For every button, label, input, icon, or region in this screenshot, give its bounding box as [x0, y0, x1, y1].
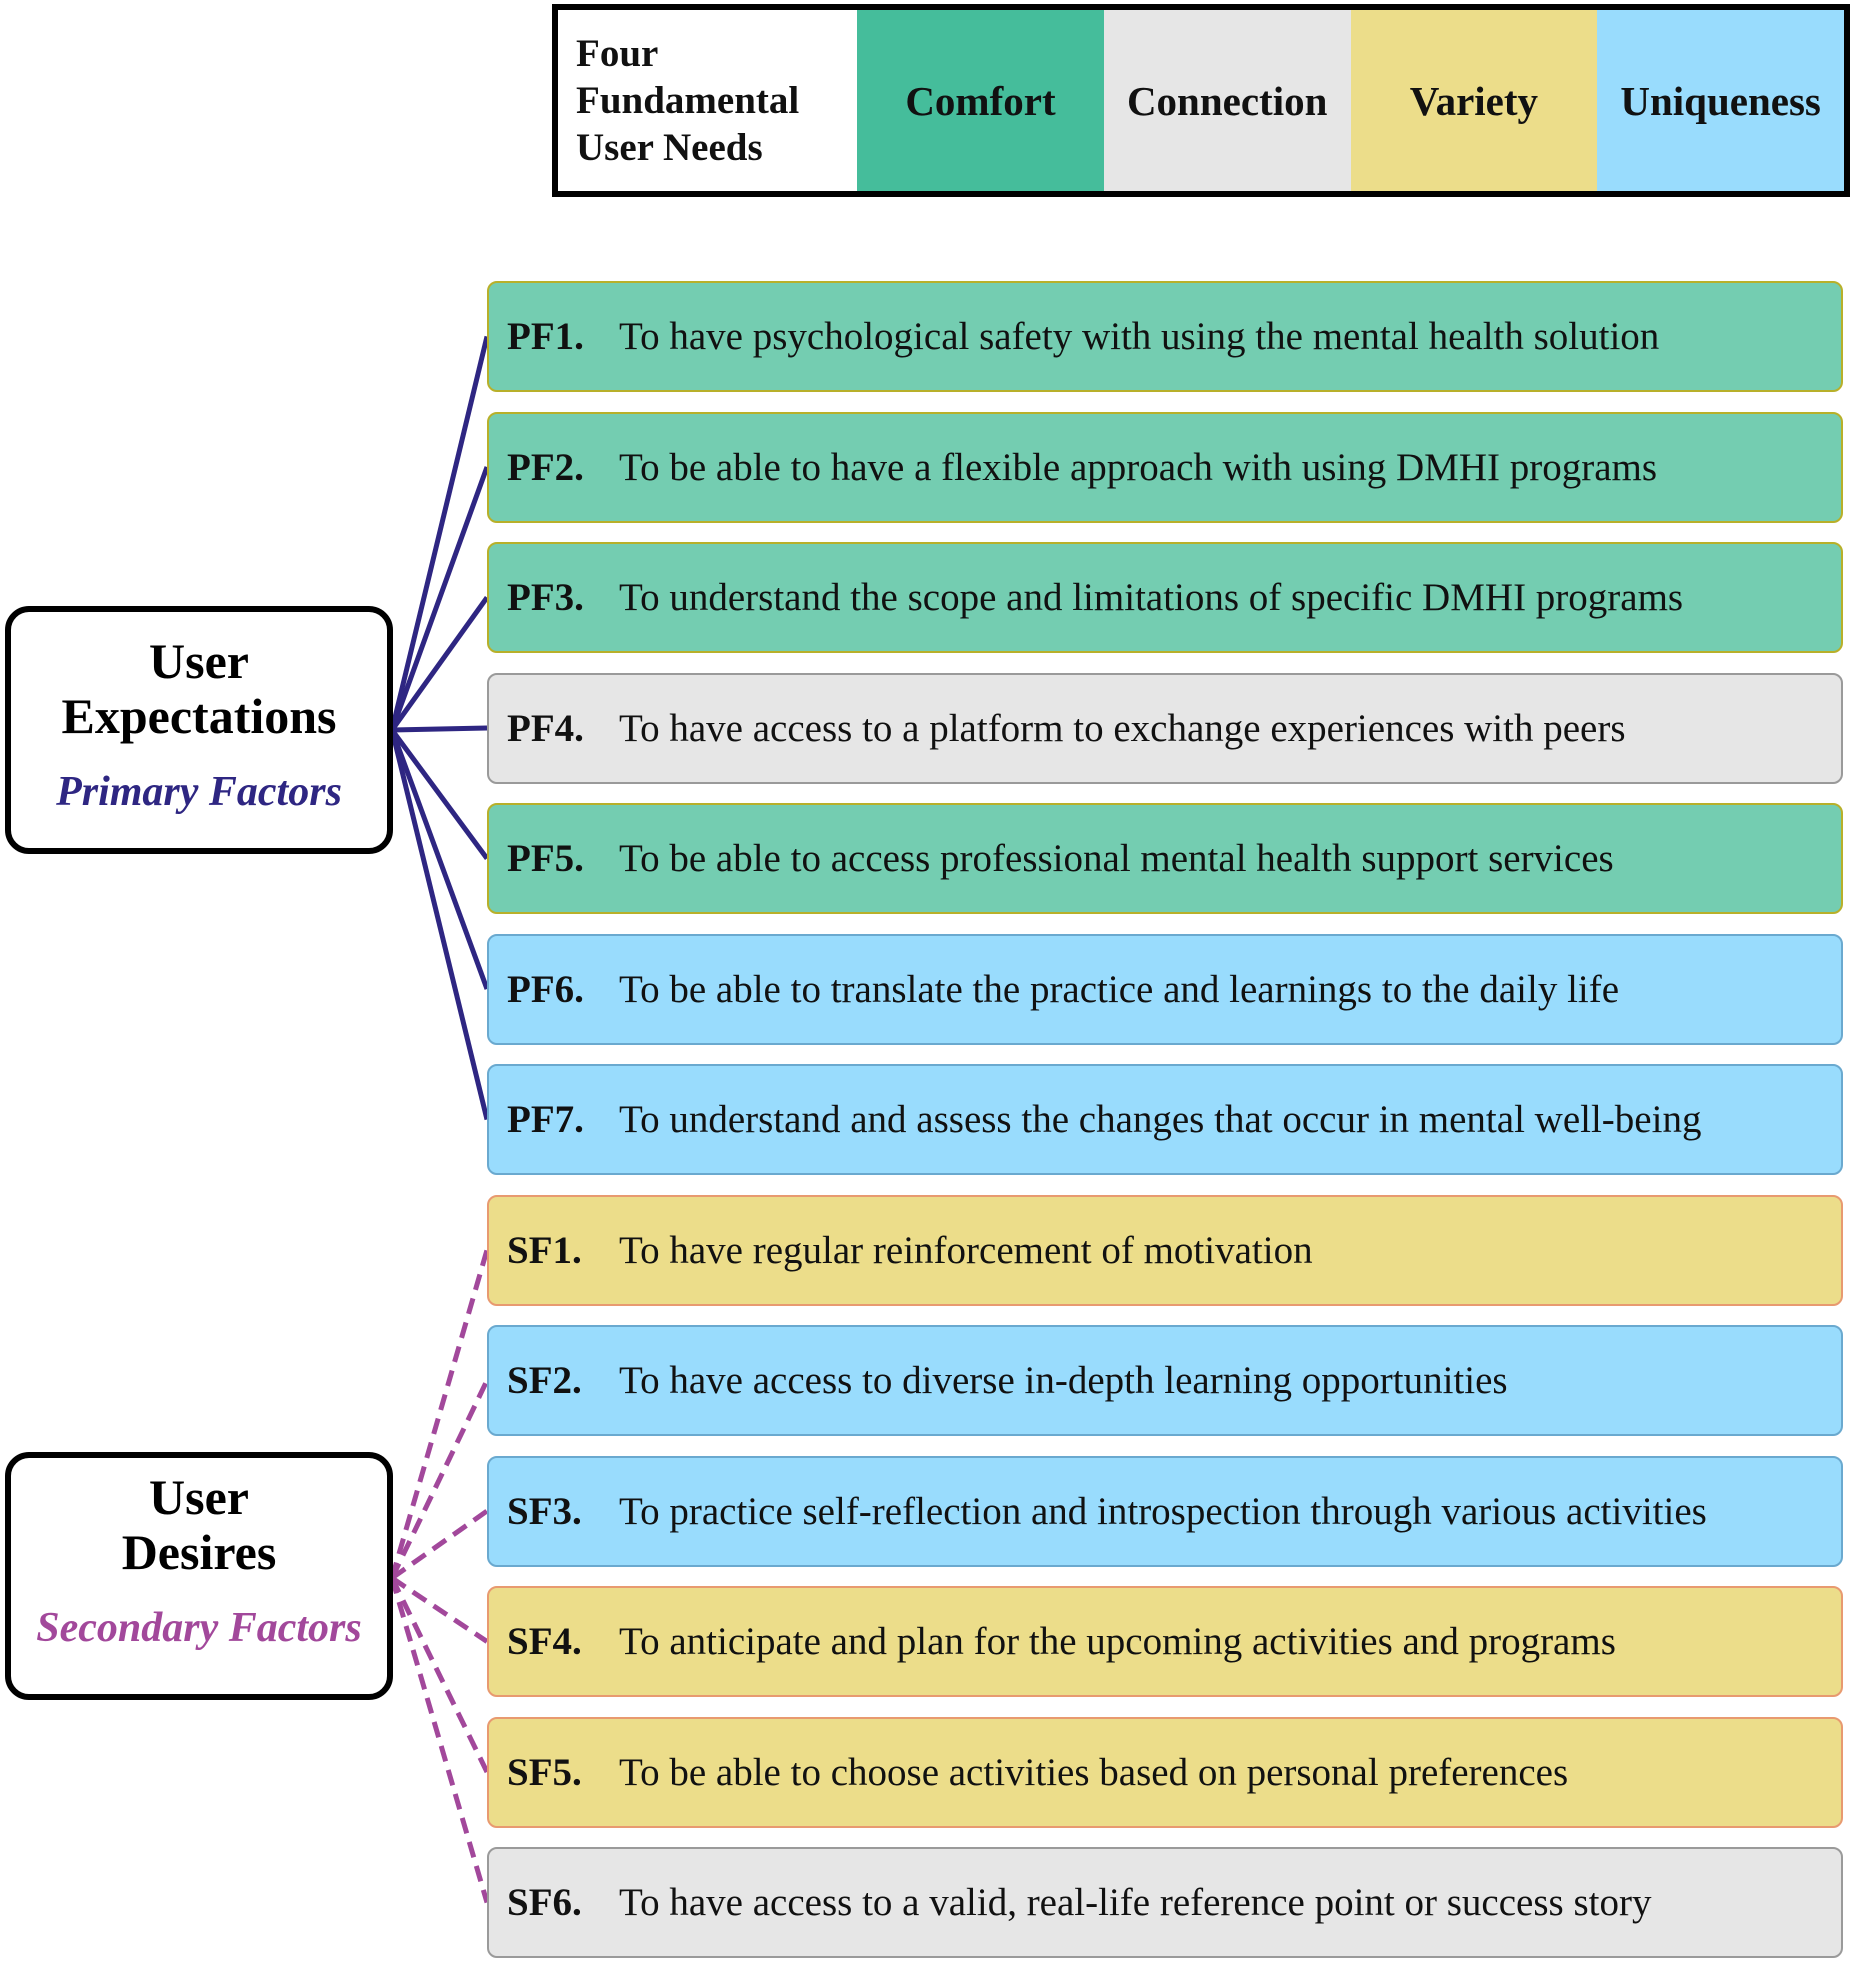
factor-text: To have regular reinforcement of motivat… [619, 1228, 1313, 1272]
factor-code: PF5. [507, 837, 584, 880]
factor-row: PF6. To be able to translate the practice… [487, 933, 1843, 1045]
factor-text: To have access to a valid, real-life ref… [619, 1881, 1652, 1924]
legend-title: Four Fundamental User Needs [576, 32, 800, 169]
factor-code: PF6. [507, 967, 584, 1011]
category-title: User Desires [121, 1469, 277, 1580]
factor-text: To be able to have a flexible approach w… [619, 445, 1658, 489]
factor-text: To be able to translate the practice and… [619, 967, 1620, 1011]
factor-row: PF5. To be able to access professional me… [487, 803, 1843, 914]
factor-row: SF6. To have access to a valid, real-life… [487, 1847, 1843, 1958]
factor-row: SF4. To anticipate and plan for the upcom… [487, 1586, 1843, 1697]
connector-line-sf2 [389, 1379, 490, 1580]
factor-code: SF4. [507, 1620, 582, 1663]
connector-line-sf5 [389, 1576, 490, 1774]
factor-code: PF1. [507, 315, 584, 358]
legend: Four Fundamental User Needs Comfort Conn… [552, 4, 1850, 197]
connector-line-pf3 [389, 596, 490, 732]
connector-line-pf7 [389, 729, 490, 1121]
connector-line-pf5 [389, 728, 490, 860]
legend-need-connection: Connection [1103, 10, 1351, 191]
factor-row: SF2. To have access to diverse in-depth l… [487, 1325, 1843, 1436]
factor-row: SF3. To practice self-reflection and intr… [487, 1455, 1843, 1567]
factor-row: PF7. To understand and assess the changes… [487, 1064, 1843, 1175]
connector-line-sf4 [390, 1575, 489, 1644]
category-subtitle: Primary Factors [56, 769, 342, 815]
connector-line-sf1 [389, 1249, 490, 1579]
connector-line-pf4 [391, 725, 488, 733]
legend-need-comfort: Comfort [857, 10, 1104, 191]
factor-row: PF3. To understand the scope and limitati… [487, 542, 1843, 653]
connector-line-sf3 [390, 1508, 489, 1581]
factor-code: PF2. [507, 445, 584, 489]
factor-code: SF2. [507, 1359, 582, 1402]
factor-code: SF3. [507, 1489, 582, 1533]
connector-line-pf6 [389, 729, 490, 990]
factor-text: To anticipate and plan for the upcoming … [619, 1620, 1616, 1663]
factor-code: SF5. [507, 1750, 582, 1794]
connector-line-pf2 [389, 466, 490, 731]
factor-text: To be able to access professional mental… [619, 837, 1614, 880]
factor-row: PF4. To have access to a platform to exch… [487, 672, 1843, 784]
factor-text: To have access to a platform to exchange… [619, 706, 1626, 750]
factor-code: PF4. [507, 706, 584, 750]
category-user-desires: User Desires Secondary Factors [5, 1452, 393, 1700]
legend-need-variety: Variety [1350, 10, 1598, 191]
factor-code: SF6. [507, 1881, 582, 1924]
factor-text: To have access to diverse in-depth learn… [619, 1359, 1508, 1402]
factor-text: To understand the scope and limitations … [619, 576, 1684, 619]
connector-line-pf1 [389, 335, 490, 731]
factor-text: To practice self-reflection and introspe… [619, 1489, 1707, 1533]
category-subtitle: Secondary Factors [36, 1605, 362, 1651]
category-title: User Expectations [61, 633, 337, 744]
factor-row: SF1. To have regular reinforcement of mot… [487, 1194, 1843, 1306]
factor-row: PF2. To be able to have a flexible approa… [487, 411, 1843, 523]
factor-code: PF3. [507, 576, 584, 619]
connector-line-sf6 [389, 1577, 490, 1904]
factor-list: PF1. To have psychological safety with us… [487, 281, 1843, 1978]
factor-code: SF1. [507, 1228, 582, 1272]
factor-code: PF7. [507, 1098, 584, 1141]
factor-text: To understand and assess the changes tha… [619, 1098, 1702, 1141]
factor-row: PF1. To have psychological safety with us… [487, 281, 1843, 392]
factor-row: SF5. To be able to choose activities base… [487, 1716, 1843, 1828]
legend-need-uniqueness: Uniqueness [1597, 10, 1844, 191]
factor-text: To have psychological safety with using … [619, 315, 1660, 358]
factor-text: To be able to choose activities based on… [619, 1750, 1569, 1794]
category-user-expectations: User Expectations Primary Factors [5, 606, 393, 854]
